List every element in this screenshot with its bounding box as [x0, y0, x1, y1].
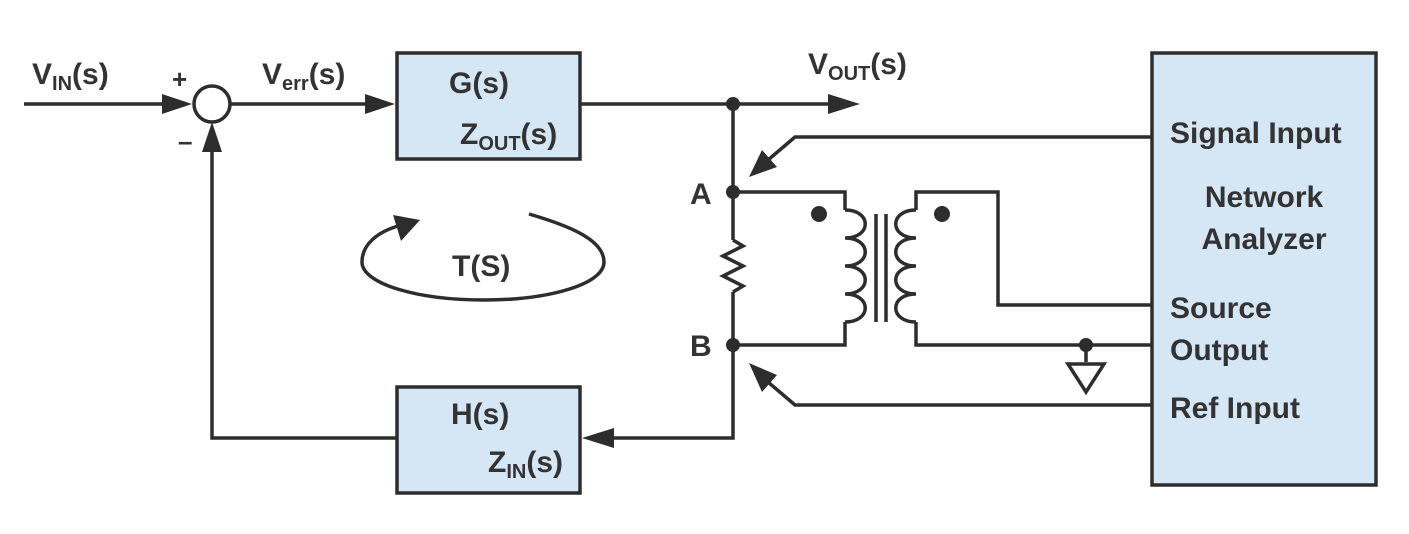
zout-label: ZOUT(s) — [460, 118, 557, 155]
loop-gain-label: T(S) — [452, 250, 510, 283]
loop-wire-lower — [612, 292, 735, 440]
feedback-block-h — [395, 385, 582, 495]
primary-lead-top — [733, 190, 847, 210]
secondary-lead-bottom — [914, 322, 1152, 347]
signal-input-label: Signal Input — [1170, 117, 1342, 150]
transformer-primary-coil — [844, 208, 867, 324]
node-b-label: B — [690, 330, 712, 363]
output-arrowhead — [828, 94, 860, 114]
vout-label: VOUT(s) — [808, 48, 907, 85]
feedback-return-wire — [210, 148, 397, 440]
ground-icon — [1064, 362, 1108, 396]
output-node-dot — [726, 97, 740, 111]
forward-block-g — [395, 51, 582, 161]
loop-gain-arrowhead — [393, 215, 420, 241]
secondary-polarity-dot — [934, 206, 950, 222]
summing-junction — [192, 84, 232, 124]
analyzer-title-line2: Analyzer — [1201, 223, 1326, 256]
transformer-core — [874, 214, 888, 322]
feedback-arrowhead — [202, 122, 222, 152]
signal-input-wire — [766, 135, 1152, 162]
transformer-secondary-coil — [894, 208, 917, 324]
analyzer-title-line1: Network — [1205, 181, 1324, 214]
primary-lead-bottom — [733, 322, 847, 347]
ref-input-arrowhead — [749, 363, 777, 392]
ref-input-wire — [766, 380, 1152, 407]
source-output-label-line1: Source — [1170, 292, 1272, 325]
injection-resistor — [719, 238, 747, 294]
sum-plus-label: + — [172, 64, 187, 94]
input-arrowhead — [162, 94, 192, 114]
signal-input-arrowhead — [749, 150, 777, 177]
zin-label: ZIN(s) — [488, 446, 563, 483]
forward-transfer-label: G(s) — [449, 67, 509, 100]
network-analyzer-box — [1150, 51, 1378, 487]
verr-label: Verr(s) — [262, 58, 345, 95]
error-arrowhead — [365, 94, 395, 114]
ref-input-label: Ref Input — [1170, 392, 1300, 425]
loop-gain-arc — [360, 212, 606, 302]
source-output-label-line2: Output — [1170, 334, 1268, 367]
secondary-lead-top — [914, 190, 1152, 307]
feedback-input-arrowhead — [582, 428, 614, 448]
vin-label: VIN(s) — [32, 58, 109, 95]
sum-minus-label: – — [178, 126, 192, 156]
primary-polarity-dot — [811, 206, 827, 222]
feedback-transfer-label: H(s) — [451, 398, 509, 431]
node-a-label: A — [690, 178, 712, 211]
